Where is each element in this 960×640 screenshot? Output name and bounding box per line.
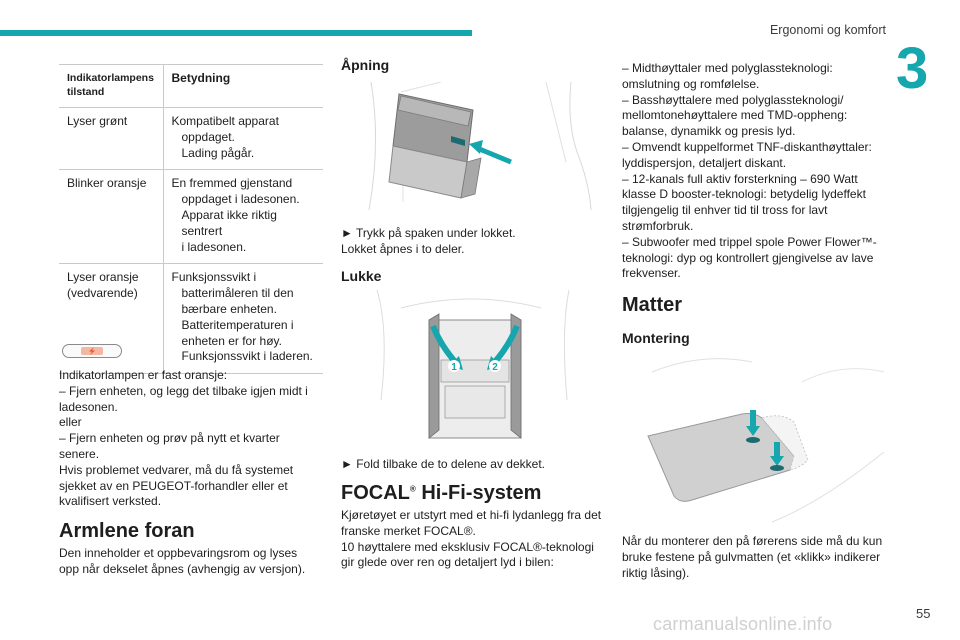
meaning-line: oppdaget. xyxy=(181,129,235,144)
table-row: Blinker oransje En fremmed gjenstand opp… xyxy=(59,169,323,265)
text-line: senere. xyxy=(59,446,100,461)
text-line: tilgjengelig til enhver tid til tross fo… xyxy=(622,203,828,218)
text-line: Lokket åpnes i to deler. xyxy=(341,241,465,256)
opening-title: Åpning xyxy=(341,57,390,73)
meaning-line: bærbare enheten. xyxy=(181,301,277,316)
armrest-closing-illustration: 1 2 xyxy=(376,290,570,439)
text-line: – Basshøyttalere med polyglassteknologi/ xyxy=(622,92,844,107)
text-line: gir glede over ren og detaljert lyd i bi… xyxy=(341,555,554,570)
meaning-line: Batteritemperaturen i xyxy=(181,317,294,332)
text-line: opp når dekselet åpnes (avhengig av vers… xyxy=(59,561,306,576)
armrest-opening-illustration xyxy=(368,82,592,210)
text-line: ladesonen. xyxy=(59,399,118,414)
text-line: Den inneholder et oppbevaringsrom og lys… xyxy=(59,546,298,560)
charging-lamp-icon xyxy=(62,344,122,358)
callout-1-label: 1 xyxy=(451,362,457,373)
table-row: Lyser oransje (vedvarende) Funksjonssvik… xyxy=(59,263,323,375)
armrest-title: Armlene foran xyxy=(59,520,195,542)
text-line: frekvenser. xyxy=(622,266,681,281)
text-line: strømforbruk. xyxy=(622,218,694,233)
meaning-line: Funksjonssvikt i xyxy=(171,270,257,285)
mats-description: Når du monterer den på førerens side må … xyxy=(622,534,890,581)
text-line: balanse, dynamikk og presis lyd. xyxy=(622,124,796,139)
text-line: riktig låsing). xyxy=(622,565,690,580)
meaning-line: oppdaget i ladesonen. xyxy=(181,192,300,207)
opening-instructions: ► Trykk på spaken under lokket. Lokket å… xyxy=(341,226,606,258)
text-line: Kjøretøyet er utstyrt med et hi-fi lydan… xyxy=(341,508,602,522)
meaning-line: Lading pågår. xyxy=(181,145,255,160)
table-cell-meaning: Funksjonssvikt i batterimåleren til den … xyxy=(163,263,323,375)
section-title: Ergonomi og komfort xyxy=(769,23,886,37)
header-accent-bar xyxy=(0,30,472,36)
chapter-number: 3 xyxy=(896,36,929,101)
focal-title-rest: Hi-Fi-system xyxy=(415,482,542,504)
table-header-meaning: Betydning xyxy=(163,64,323,108)
text-line: – Fjern enheten og prøv på nytt et kvart… xyxy=(59,431,280,446)
text-line: Når du monterer den på førerens side må … xyxy=(622,534,883,548)
focal-title: FOCAL® Hi-Fi-system xyxy=(341,482,541,505)
focal-title-sup: ® xyxy=(409,484,416,494)
text-line: – Midthøyttaler med polyglassteknologi: xyxy=(622,61,833,75)
lightning-icon xyxy=(81,347,103,355)
speaker-list: – Midthøyttaler med polyglassteknologi: … xyxy=(622,61,890,282)
closing-instructions: ► Fold tilbake de to delene av dekket. xyxy=(341,457,606,473)
meaning-line: Funksjonssvikt i laderen. xyxy=(181,349,313,364)
text-line: lyddispersjon, detaljert diskant. xyxy=(622,155,787,170)
meaning-line: i ladesonen. xyxy=(181,239,247,254)
text-line: sjekket av en PEUGEOT-forhandler eller e… xyxy=(59,478,288,493)
meaning-line: Kompatibelt apparat xyxy=(171,114,279,128)
mounting-title: Montering xyxy=(622,330,690,346)
text-line: 10 høyttalere med eksklusiv FOCAL®-tekno… xyxy=(341,539,594,554)
text-line: mellomtonehøyttalere med TMD-oppheng: xyxy=(622,108,848,123)
text-line: ► Fold tilbake de to delene av dekket. xyxy=(341,457,545,471)
page-number: 55 xyxy=(916,606,931,621)
watermark: carmanualsonline.info xyxy=(653,614,833,634)
text-line: omslutning og romfølelse. xyxy=(622,76,760,91)
focal-description: Kjøretøyet er utstyrt med et hi-fi lydan… xyxy=(341,508,606,571)
focal-title-main: FOCAL xyxy=(341,482,410,504)
meaning-line: En fremmed gjenstand xyxy=(171,176,293,191)
text-line: – 12-kanals full aktiv forsterkning – 69… xyxy=(622,171,858,186)
text-line: – Omvendt kuppelformet TNF-diskanthøytta… xyxy=(622,139,872,154)
meaning-line: batterimåleren til den xyxy=(181,286,294,301)
mats-title: Matter xyxy=(622,294,683,316)
text-line: – Subwoofer med trippel spole Power Flow… xyxy=(622,234,877,249)
armrest-description: Den inneholder et oppbevaringsrom og lys… xyxy=(59,546,323,578)
text-line: bruke festene på gulvmatten (et «klikk» … xyxy=(622,549,881,564)
text-line: Indikatorlampen er fast oransje: xyxy=(59,368,228,382)
text-line: – Fjern enheten, og legg det tilbake igj… xyxy=(59,383,308,398)
table-header-state: Indikatorlampens tilstand xyxy=(59,64,164,108)
table-cell-state: Lyser grønt xyxy=(59,106,164,171)
meaning-line: Apparat ikke riktig sentrert xyxy=(181,207,277,238)
text-line: franske merket FOCAL®. xyxy=(341,523,476,538)
text-line: teknologi: dyp og kontrollert gjengivels… xyxy=(622,250,874,265)
text-line: ► Trykk på spaken under lokket. xyxy=(341,226,516,240)
text-line: kvalifisert verksted. xyxy=(59,494,162,509)
lamp-note: Indikatorlampen er fast oransje: – Fjern… xyxy=(59,368,323,510)
table-cell-state: Blinker oransje xyxy=(59,169,164,265)
table-row: Lyser grønt Kompatibelt apparat oppdaget… xyxy=(59,106,323,171)
text-line: eller xyxy=(59,415,82,430)
meaning-line: enheten er for høy. xyxy=(181,333,283,348)
text-line: klasse D booster-teknologi: betydelig ly… xyxy=(622,187,866,202)
table-cell-meaning: En fremmed gjenstand oppdaget i ladesone… xyxy=(163,169,323,265)
table-cell-meaning: Kompatibelt apparat oppdaget. Lading påg… xyxy=(163,106,323,171)
table-header-row: Indikatorlampens tilstand Betydning xyxy=(59,64,323,108)
text-line: Hvis problemet vedvarer, må du få system… xyxy=(59,462,294,477)
closing-title: Lukke xyxy=(341,268,382,284)
floor-mat-illustration xyxy=(647,358,885,523)
indicator-table: Indikatorlampens tilstand Betydning Lyse… xyxy=(59,64,323,375)
callout-2-label: 2 xyxy=(492,362,498,373)
